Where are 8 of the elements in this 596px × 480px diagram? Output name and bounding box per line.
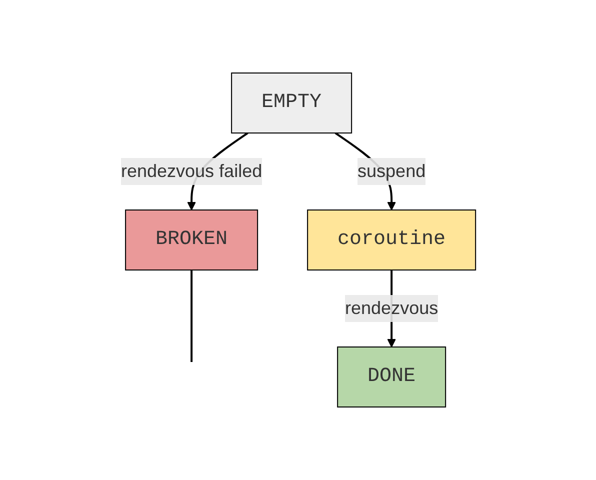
connector: [190, 270, 192, 362]
edge-label: suspend: [357, 160, 426, 181]
edge-label: rendezvous failed: [120, 160, 262, 181]
node-box: EMPTY: [230, 72, 352, 134]
node-box: DONE: [336, 346, 446, 408]
node-box: BROKEN: [124, 210, 258, 270]
node-box: coroutine: [306, 210, 476, 270]
edge-label: rendezvous: [344, 298, 438, 318]
